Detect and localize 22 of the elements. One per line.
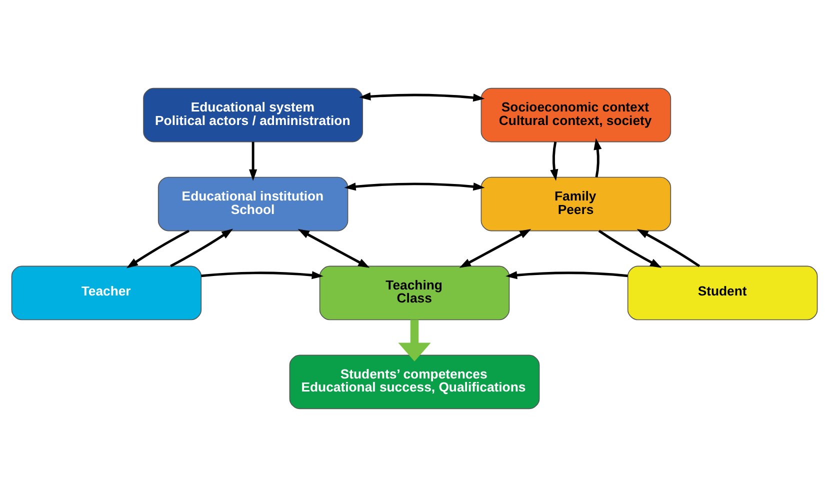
node-box: Teaching Class <box>319 266 510 320</box>
node-box: Teacher <box>11 266 202 320</box>
arrow <box>170 228 234 268</box>
node-box: Educational system Political actors / administration <box>143 88 364 142</box>
arrow <box>598 230 662 268</box>
arrow <box>594 138 602 178</box>
node-box: Socioeconomic context Cultural context, society <box>480 88 672 142</box>
arrow <box>459 229 532 268</box>
arrow <box>550 142 558 181</box>
node-box: Students’ competences Educational success, Qualifications <box>289 354 540 410</box>
node-box: Student <box>627 266 818 320</box>
arrow <box>506 271 628 280</box>
arrow <box>249 142 258 181</box>
arrow <box>636 229 700 268</box>
arrow <box>344 182 485 191</box>
arrow <box>398 320 431 362</box>
node-box: Educational institution School <box>158 176 348 232</box>
arrow <box>359 92 485 102</box>
arrow <box>298 229 370 268</box>
arrow <box>201 271 324 280</box>
arrow <box>126 230 190 268</box>
node-box: Family Peers <box>480 176 672 232</box>
